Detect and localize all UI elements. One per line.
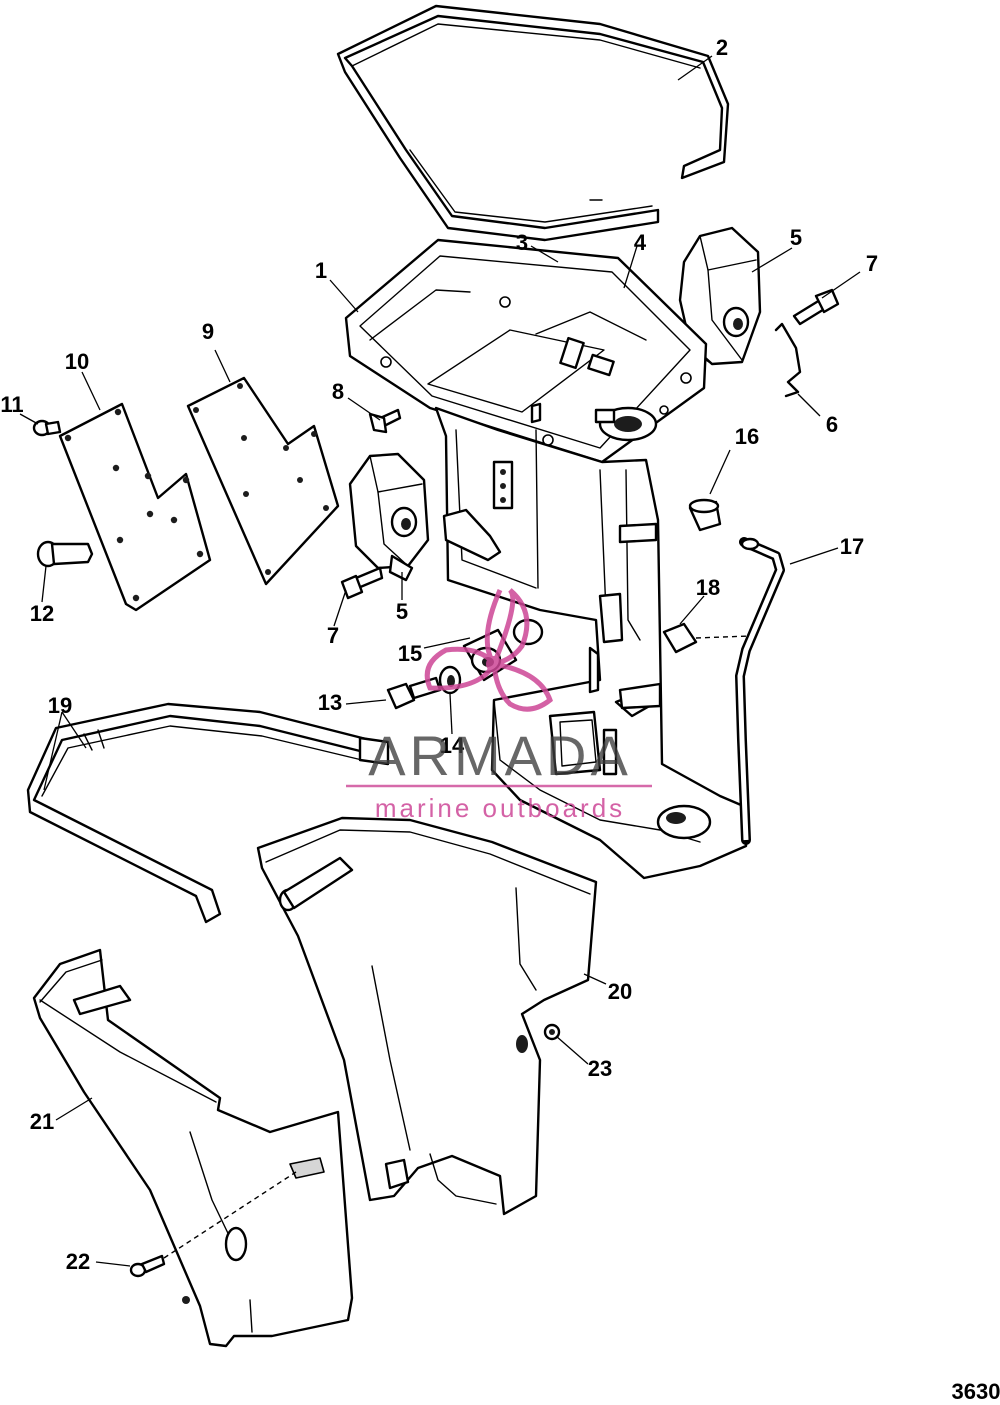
callout-7-right: 7 — [865, 251, 879, 276]
part-19-lower-seal — [26, 702, 390, 924]
part-7-screw-right — [792, 288, 840, 326]
part-22-screw — [129, 1171, 297, 1278]
callout-10: 10 — [64, 349, 90, 374]
callout-20: 20 — [607, 979, 633, 1004]
part-11-screw — [32, 419, 62, 437]
callout-4: 4 — [633, 230, 647, 255]
part-10-plate — [58, 402, 212, 612]
propeller-logo-icon — [424, 588, 553, 712]
part-20-rear-cowl — [256, 816, 598, 1216]
part-1-driveshaft-housing — [344, 238, 750, 880]
callout-11: 11 — [0, 392, 24, 417]
callout-21: 21 — [29, 1109, 55, 1134]
part-7-screw-left — [340, 566, 384, 600]
watermark-subtitle: marine outboards — [374, 793, 626, 823]
callout-15: 15 — [397, 641, 423, 666]
part-18-seal — [662, 622, 751, 654]
callout-1: 1 — [314, 258, 328, 283]
callout-2: 2 — [715, 35, 729, 60]
callout-18: 18 — [695, 575, 721, 600]
part-12-bolt — [36, 540, 94, 568]
callout-23: 23 — [587, 1056, 613, 1081]
part-8-screw — [368, 408, 402, 434]
callout-13: 13 — [317, 690, 343, 715]
part-13-bolt — [386, 676, 442, 710]
callout-7-left: 7 — [326, 623, 340, 648]
part-9-gasket — [186, 376, 340, 586]
callout-19: 19 — [47, 693, 73, 718]
part-23-nut — [543, 1023, 561, 1041]
part-16-bushing — [688, 498, 722, 532]
part-2-top-seal — [336, 4, 730, 242]
callout-5-upper: 5 — [789, 225, 803, 250]
leader-lines — [19, 55, 861, 1267]
watermark-title: ARMADA — [368, 724, 632, 787]
part-6-clip — [774, 322, 802, 398]
callout-9: 9 — [201, 319, 215, 344]
callout-16: 16 — [734, 424, 760, 449]
callout-3: 3 — [515, 230, 529, 255]
callout-5-lower: 5 — [395, 599, 409, 624]
callout-17: 17 — [839, 534, 865, 559]
callout-8: 8 — [331, 379, 345, 404]
callout-6: 6 — [825, 412, 839, 437]
callout-14: 14 — [439, 733, 465, 758]
part-21-front-cowl — [32, 948, 354, 1348]
callout-22: 22 — [65, 1249, 91, 1274]
part-17-water-tube — [735, 537, 785, 845]
part-5-mount-lower — [348, 452, 430, 582]
figure-number: 3630 — [951, 1379, 1000, 1404]
callout-12: 12 — [29, 601, 55, 626]
